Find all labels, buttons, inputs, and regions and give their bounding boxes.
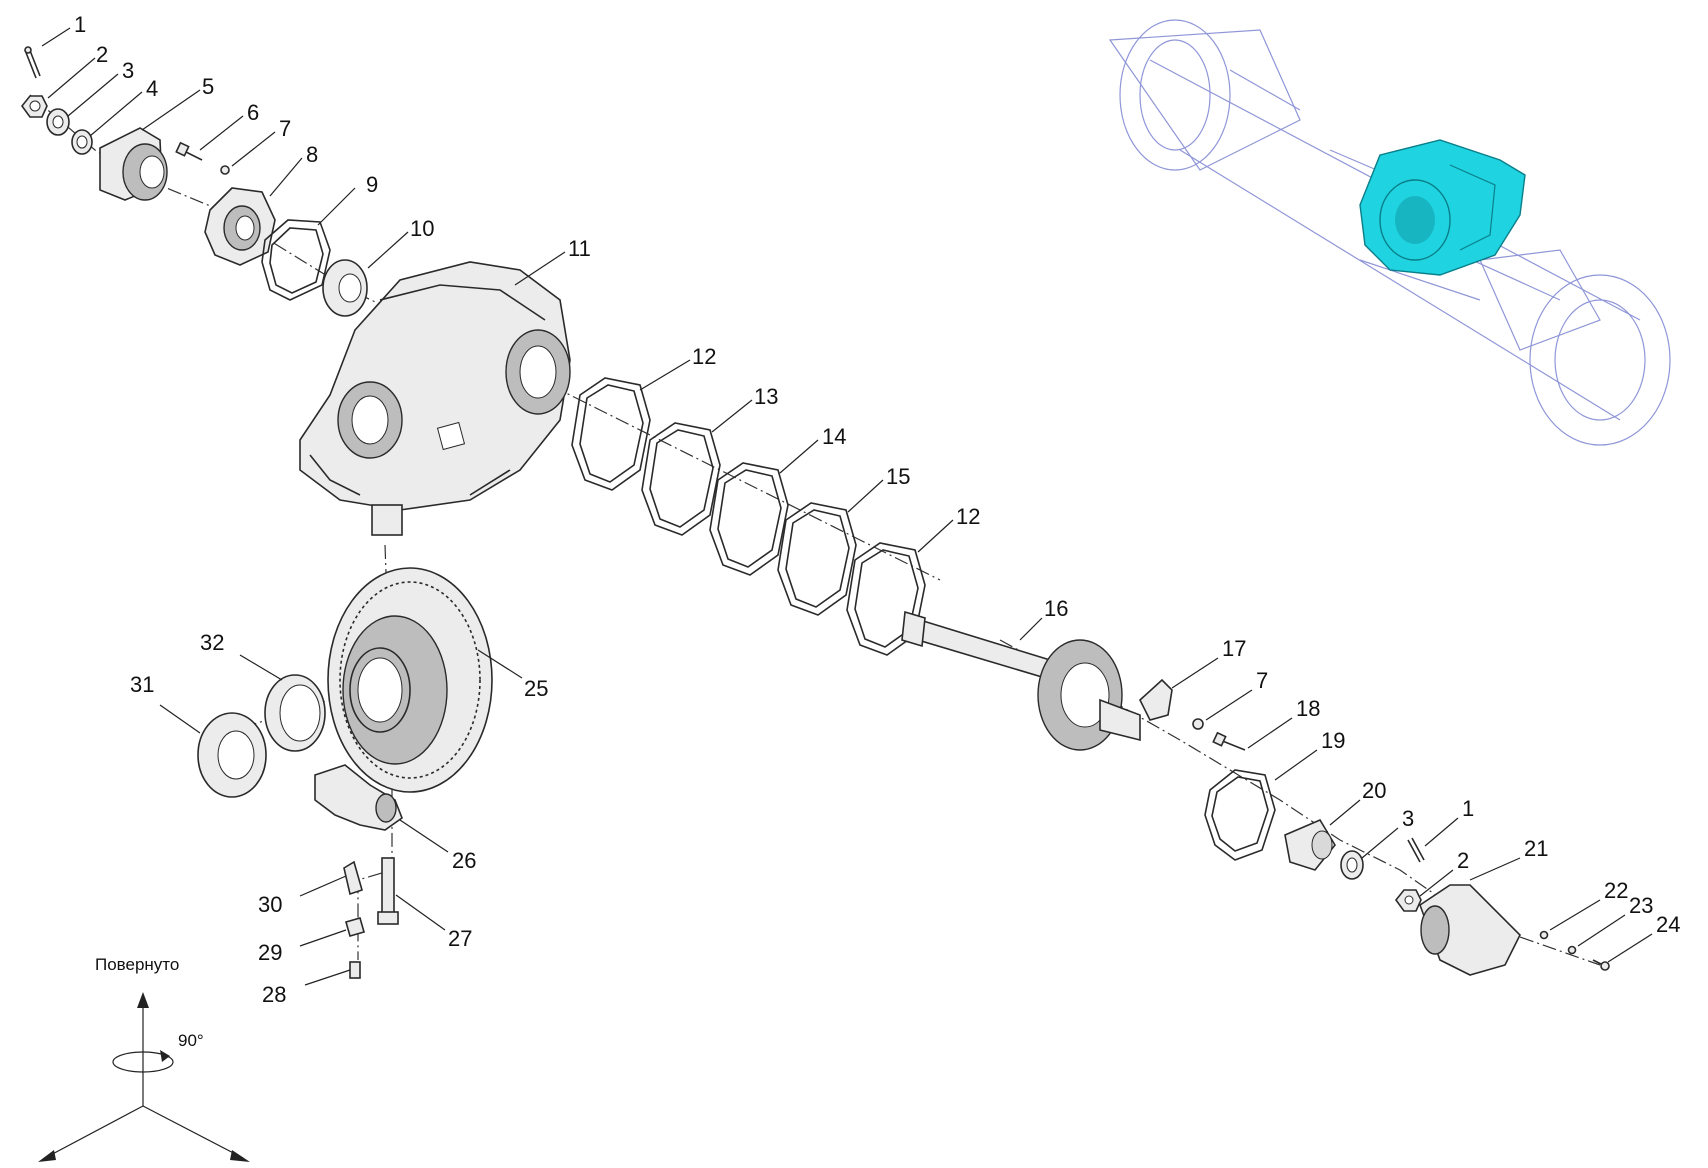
callout-3b: 3 [1402, 806, 1414, 831]
callout-25: 25 [524, 676, 548, 701]
part-30-lock-plate [343, 860, 363, 896]
up-arrow-icon [137, 992, 149, 1008]
callout-1: 1 [74, 12, 86, 37]
callout-30: 30 [258, 892, 282, 917]
part-8-bearing-cover [204, 187, 276, 266]
callout-10: 10 [410, 216, 434, 241]
part-1-cotter-pin-second [1407, 837, 1425, 863]
part-23-washer [1567, 945, 1577, 955]
orientation-caption: Повернуто [95, 955, 179, 974]
callout-27: 27 [448, 926, 472, 951]
part-14-gasket [709, 462, 789, 576]
callout-12b: 12 [956, 504, 980, 529]
callout-15: 15 [886, 464, 910, 489]
callout-24: 24 [1656, 912, 1680, 937]
callout-28: 28 [262, 982, 286, 1007]
part-21-cover-cap [1419, 884, 1521, 976]
part-7-washer-second [1192, 718, 1204, 730]
part-20-bushing [1284, 818, 1336, 871]
part-2-castle-nut [20, 95, 48, 118]
right-arrow-icon [230, 1150, 250, 1162]
callout-17: 17 [1222, 636, 1246, 661]
callout-21: 21 [1524, 836, 1548, 861]
part-26-bearing-cap [314, 764, 403, 831]
callout-9: 9 [366, 172, 378, 197]
callout-13: 13 [754, 384, 778, 409]
part-28-bolt [349, 961, 361, 979]
callout-16: 16 [1044, 596, 1068, 621]
part-16-pinion-shaft [901, 610, 1141, 751]
part-17-lock-plate [1139, 678, 1173, 721]
callout-labels: 1 2 3 4 5 6 7 8 9 10 11 12 13 14 15 12 1… [74, 12, 1680, 1007]
callout-18: 18 [1296, 696, 1320, 721]
part-18-bolt [1212, 731, 1246, 751]
part-6-bolt [175, 141, 203, 161]
callout-7b: 7 [1256, 668, 1268, 693]
part-29-plate [345, 917, 365, 937]
callout-29: 29 [258, 940, 282, 965]
callout-14: 14 [822, 424, 846, 449]
part-31-bearing [197, 712, 267, 798]
callout-11: 11 [568, 236, 591, 261]
callout-20: 20 [1362, 778, 1386, 803]
callout-31: 31 [130, 672, 154, 697]
part-11-axle-housing [299, 261, 571, 536]
part-7-washer [220, 165, 230, 175]
part-9-gasket [261, 219, 331, 301]
part-3-washer-second [1340, 850, 1364, 880]
part-4-seal-ring [71, 129, 93, 155]
callout-7: 7 [279, 116, 291, 141]
part-5-flange [99, 127, 168, 201]
callout-19: 19 [1321, 728, 1345, 753]
part-13-gasket [641, 422, 721, 536]
callout-8: 8 [306, 142, 318, 167]
leader-lines [41, 27, 1653, 986]
part-19-gasket [1204, 769, 1276, 861]
rotation-icon [112, 1051, 174, 1073]
part-12-gasket [571, 377, 651, 491]
callout-5: 5 [202, 74, 214, 99]
axle-locator-view [1108, 19, 1671, 446]
callout-32: 32 [200, 630, 224, 655]
callout-22: 22 [1604, 878, 1628, 903]
left-arrow-icon [38, 1150, 56, 1162]
callout-26: 26 [452, 848, 476, 873]
callout-12: 12 [692, 344, 716, 369]
part-2-castle-nut-second [1394, 889, 1422, 912]
part-27-bolt [377, 857, 399, 925]
callout-4: 4 [146, 76, 158, 101]
part-25-ring-gear [327, 567, 493, 793]
callout-6: 6 [247, 100, 259, 125]
orientation-indicator: Повернуто 90° [38, 955, 250, 1162]
part-32-bearing-race [264, 674, 326, 752]
part-22-washer [1539, 930, 1549, 940]
part-24-bolt [1592, 959, 1610, 971]
part-15-gasket [777, 502, 857, 616]
callout-2b: 2 [1457, 848, 1469, 873]
callout-23: 23 [1629, 893, 1653, 918]
part-3-washer [46, 108, 70, 136]
callout-3: 3 [122, 58, 134, 83]
rotation-angle: 90° [178, 1031, 204, 1050]
callout-1b: 1 [1462, 796, 1474, 821]
callout-2: 2 [96, 42, 108, 67]
part-1-cotter-pin [24, 46, 41, 79]
part-10-bearing [322, 259, 368, 317]
